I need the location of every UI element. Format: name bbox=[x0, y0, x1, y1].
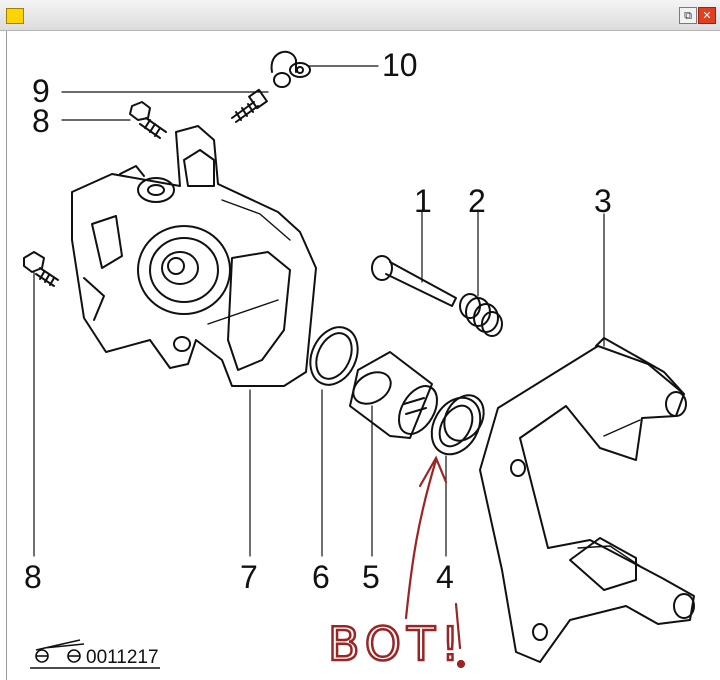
callout-3: 3 bbox=[594, 183, 612, 219]
bolt-part-top bbox=[61, 101, 167, 139]
pin-boot-part bbox=[459, 209, 503, 337]
diagram-pane bbox=[6, 31, 720, 680]
close-button[interactable]: ✕ bbox=[698, 7, 716, 24]
caliper-bracket-part bbox=[479, 213, 695, 663]
callout-4: 4 bbox=[436, 559, 454, 595]
seal-ring-part bbox=[309, 326, 359, 557]
bleed-cap-part bbox=[270, 50, 379, 88]
callout-10: 10 bbox=[382, 47, 418, 83]
callout-8-top: 8 bbox=[32, 103, 50, 139]
caliper-housing-part bbox=[71, 125, 317, 557]
restore-button[interactable]: ⧉ bbox=[679, 7, 697, 24]
figure-code: 0011217 bbox=[86, 647, 159, 668]
piston-part bbox=[349, 351, 438, 557]
callout-2: 2 bbox=[468, 183, 486, 219]
bolt-part-left bbox=[23, 251, 59, 557]
callout-5: 5 bbox=[362, 559, 380, 595]
callout-7: 7 bbox=[240, 559, 258, 595]
callout-9: 9 bbox=[32, 73, 50, 109]
handwritten-arrow bbox=[404, 455, 466, 669]
callout-6: 6 bbox=[312, 559, 330, 595]
figure-code-icon bbox=[35, 639, 85, 663]
bleed-screw-part bbox=[61, 88, 269, 123]
dust-boot-part bbox=[430, 394, 485, 557]
handwritten-note: BOT! bbox=[328, 617, 466, 671]
guide-pin-part bbox=[371, 209, 457, 307]
callout-8-left: 8 bbox=[24, 559, 42, 595]
app-icon bbox=[6, 8, 24, 24]
callout-1: 1 bbox=[414, 183, 432, 219]
window-titlebar: ⧉ ✕ bbox=[0, 0, 720, 31]
